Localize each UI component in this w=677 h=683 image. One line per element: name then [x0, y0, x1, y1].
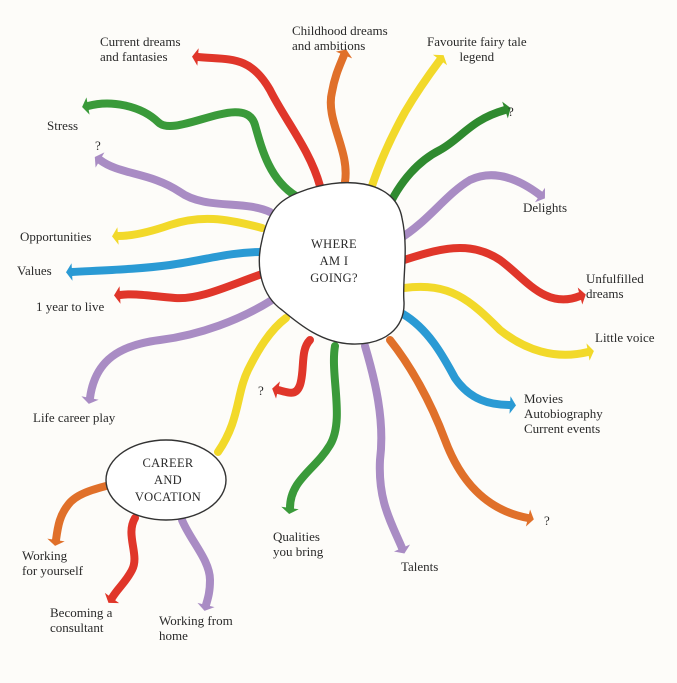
branch-working-home — [178, 516, 215, 611]
branch-childhood-dreams-arrowhead — [335, 49, 353, 59]
branch-opportunities-stroke — [114, 214, 266, 240]
branch-talents — [361, 342, 411, 554]
branch-question-center-stroke — [274, 336, 314, 397]
branch-question-top-right-arrowhead — [502, 101, 511, 119]
branch-talents-stroke — [361, 342, 406, 552]
branch-childhood-dreams-stroke — [326, 51, 350, 186]
sub-center-bubble — [105, 439, 227, 521]
branch-one-year-stroke — [116, 270, 266, 303]
branch-question-top-right-stroke — [382, 106, 509, 216]
branch-qualities — [281, 342, 341, 514]
branch-question-bottom-right-arrowhead — [525, 509, 534, 527]
branch-values-stroke — [68, 248, 266, 276]
branch-working-yourself-arrowhead — [47, 538, 65, 546]
branch-delights — [394, 171, 546, 244]
branch-current-dreams-arrowhead — [192, 48, 199, 66]
center-bubble — [258, 182, 406, 345]
branch-opportunities-arrowhead — [112, 227, 119, 245]
branch-talents-arrowhead — [393, 544, 411, 554]
branch-question-top-left — [94, 152, 274, 216]
branch-working-yourself-stroke — [52, 481, 114, 544]
label-talents: Talents — [401, 559, 439, 574]
branch-life-career — [81, 296, 276, 404]
label-stress: Stress — [47, 118, 79, 133]
branch-little-voice-stroke — [400, 282, 592, 359]
branch-delights-stroke — [394, 171, 544, 244]
branch-one-year-arrowhead — [114, 286, 121, 304]
label-question-top-left: ? — [95, 138, 101, 153]
branch-link-career — [214, 314, 290, 456]
label-question-bottom-right: ? — [544, 513, 550, 528]
center-bubble-text: WHERE AM I GOING? — [310, 237, 358, 285]
branch-unfulfilled-arrowhead — [577, 287, 586, 305]
branch-working-home-stroke — [178, 516, 215, 609]
branch-question-top-left-stroke — [96, 156, 274, 216]
branch-movies-arrowhead — [509, 396, 516, 414]
branch-childhood-dreams — [326, 49, 353, 186]
label-one-year: 1 year to live — [36, 299, 105, 314]
branch-working-home-arrowhead — [197, 602, 215, 611]
branch-values — [66, 248, 266, 281]
label-opportunities: Opportunities — [20, 229, 92, 244]
branch-unfulfilled — [394, 244, 586, 305]
branch-qualities-stroke — [286, 342, 341, 512]
branch-consultant — [104, 514, 139, 604]
branch-working-yourself — [47, 481, 114, 546]
branch-stress-arrowhead — [82, 97, 90, 115]
branch-question-bottom-right — [386, 336, 534, 527]
label-life-career: Life career play — [33, 410, 116, 425]
branch-fairy-tale-arrowhead — [432, 54, 448, 66]
label-delights: Delights — [523, 200, 568, 215]
branch-current-dreams-stroke — [194, 53, 324, 190]
branch-unfulfilled-stroke — [394, 244, 584, 304]
branch-stress-stroke — [84, 99, 300, 200]
branch-question-top-right — [382, 101, 511, 216]
branch-delights-arrowhead — [534, 187, 546, 203]
branch-qualities-arrowhead — [281, 506, 299, 514]
branch-consultant-arrowhead — [104, 592, 120, 604]
branch-movies — [399, 310, 516, 414]
branch-movies-stroke — [399, 310, 514, 409]
branch-values-arrowhead — [66, 263, 73, 281]
branch-stress — [82, 97, 300, 200]
branch-life-career-arrowhead — [81, 396, 99, 404]
branch-question-center-arrowhead — [272, 381, 280, 399]
branch-fairy-tale — [366, 54, 448, 196]
branch-life-career-stroke — [86, 296, 276, 402]
label-values: Values — [17, 263, 52, 278]
label-question-center: ? — [258, 383, 264, 398]
branch-question-top-left-arrowhead — [94, 152, 105, 168]
branch-question-center — [272, 336, 314, 399]
branch-little-voice-arrowhead — [586, 343, 594, 361]
branch-little-voice — [400, 282, 594, 361]
sub-center-bubble-text: CAREER AND VOCATION — [134, 456, 202, 504]
branch-question-bottom-right-stroke — [386, 336, 532, 522]
branch-current-dreams — [192, 48, 324, 190]
branch-consultant-stroke — [108, 514, 139, 602]
branch-link-career-stroke — [214, 314, 290, 456]
branch-fairy-tale-stroke — [366, 56, 444, 196]
branch-opportunities — [112, 214, 266, 245]
branch-one-year — [114, 270, 266, 304]
label-question-top-right: ? — [508, 104, 514, 119]
label-little-voice: Little voice — [595, 330, 655, 345]
